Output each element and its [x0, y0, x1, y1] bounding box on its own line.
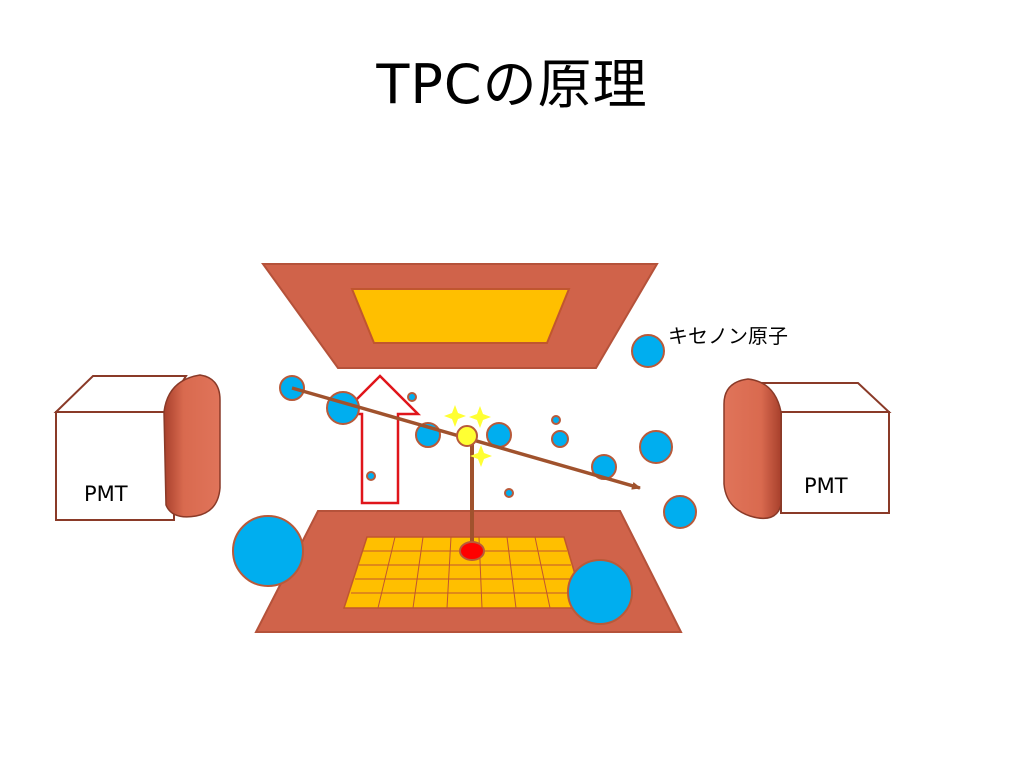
xenon-atom	[504, 488, 514, 498]
xenon-atom	[326, 391, 360, 425]
interaction-point	[444, 405, 492, 467]
sparkle-icon	[444, 405, 466, 427]
sparkle-icon	[470, 445, 492, 467]
page-title: TPCの原理	[376, 53, 648, 116]
xenon-atom	[663, 495, 697, 529]
xenon-atoms	[232, 334, 697, 625]
xenon-atom	[407, 392, 417, 402]
pmt-left-label: PMT	[84, 482, 128, 506]
pmt-left: PMT	[53, 374, 221, 521]
xenon-atom	[551, 415, 561, 425]
xenon-atom	[232, 515, 304, 587]
pmt-right: PMT	[723, 378, 892, 520]
top-electrode	[261, 263, 659, 369]
xenon-atom	[567, 559, 633, 625]
sparkle-icon	[469, 406, 491, 428]
top-readout-plane	[350, 288, 571, 344]
xenon-atom-label: キセノン原子	[668, 324, 788, 348]
hit-point	[459, 541, 485, 561]
pmt-right-label: PMT	[804, 474, 848, 498]
readout-pad-grid	[342, 536, 587, 609]
pmt-left-window	[163, 374, 221, 518]
xenon-atom	[551, 430, 569, 448]
xenon-atom	[366, 471, 376, 481]
xenon-atom	[631, 334, 665, 368]
pmt-right-window	[723, 378, 782, 520]
xenon-atom	[639, 430, 673, 464]
